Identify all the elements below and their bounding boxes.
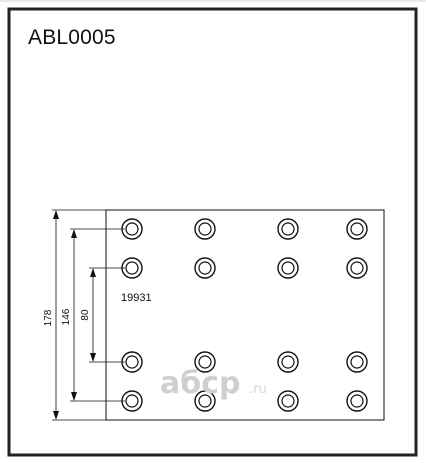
dimension-outer-rows: 146 [61,228,125,402]
dimension-label-178: 178 [43,309,54,326]
drawing-frame [7,7,418,457]
rivet-hole [194,218,216,240]
watermark: aбcp .ru [160,366,267,401]
rivet-hole [277,351,299,373]
part-number-title: ABL0005 [28,26,116,49]
rivet-hole [346,218,368,240]
dimension-overall: 178 [43,209,106,421]
dimension-inner-rows: 80 [80,267,125,363]
watermark-suffix: .ru [249,382,267,397]
rivet-hole [194,390,216,412]
rivet-hole [346,351,368,373]
rivet-hole [277,218,299,240]
dimension-label-80: 80 [80,309,91,321]
brake-lining-plate [105,209,385,421]
rivet-hole [346,257,368,279]
rivet-hole [194,257,216,279]
rivet-hole [121,257,143,279]
rivet-hole [194,351,216,373]
dimension-label-146: 146 [61,308,72,325]
rivet-holes [121,218,368,412]
rivet-hole [277,390,299,412]
rivet-hole [277,257,299,279]
rivet-hole [121,351,143,373]
rivet-hole [121,218,143,240]
rivet-hole [121,390,143,412]
rivet-hole [346,390,368,412]
lining-code: 19931 [121,292,152,304]
watermark-text: aбcp [160,366,240,401]
